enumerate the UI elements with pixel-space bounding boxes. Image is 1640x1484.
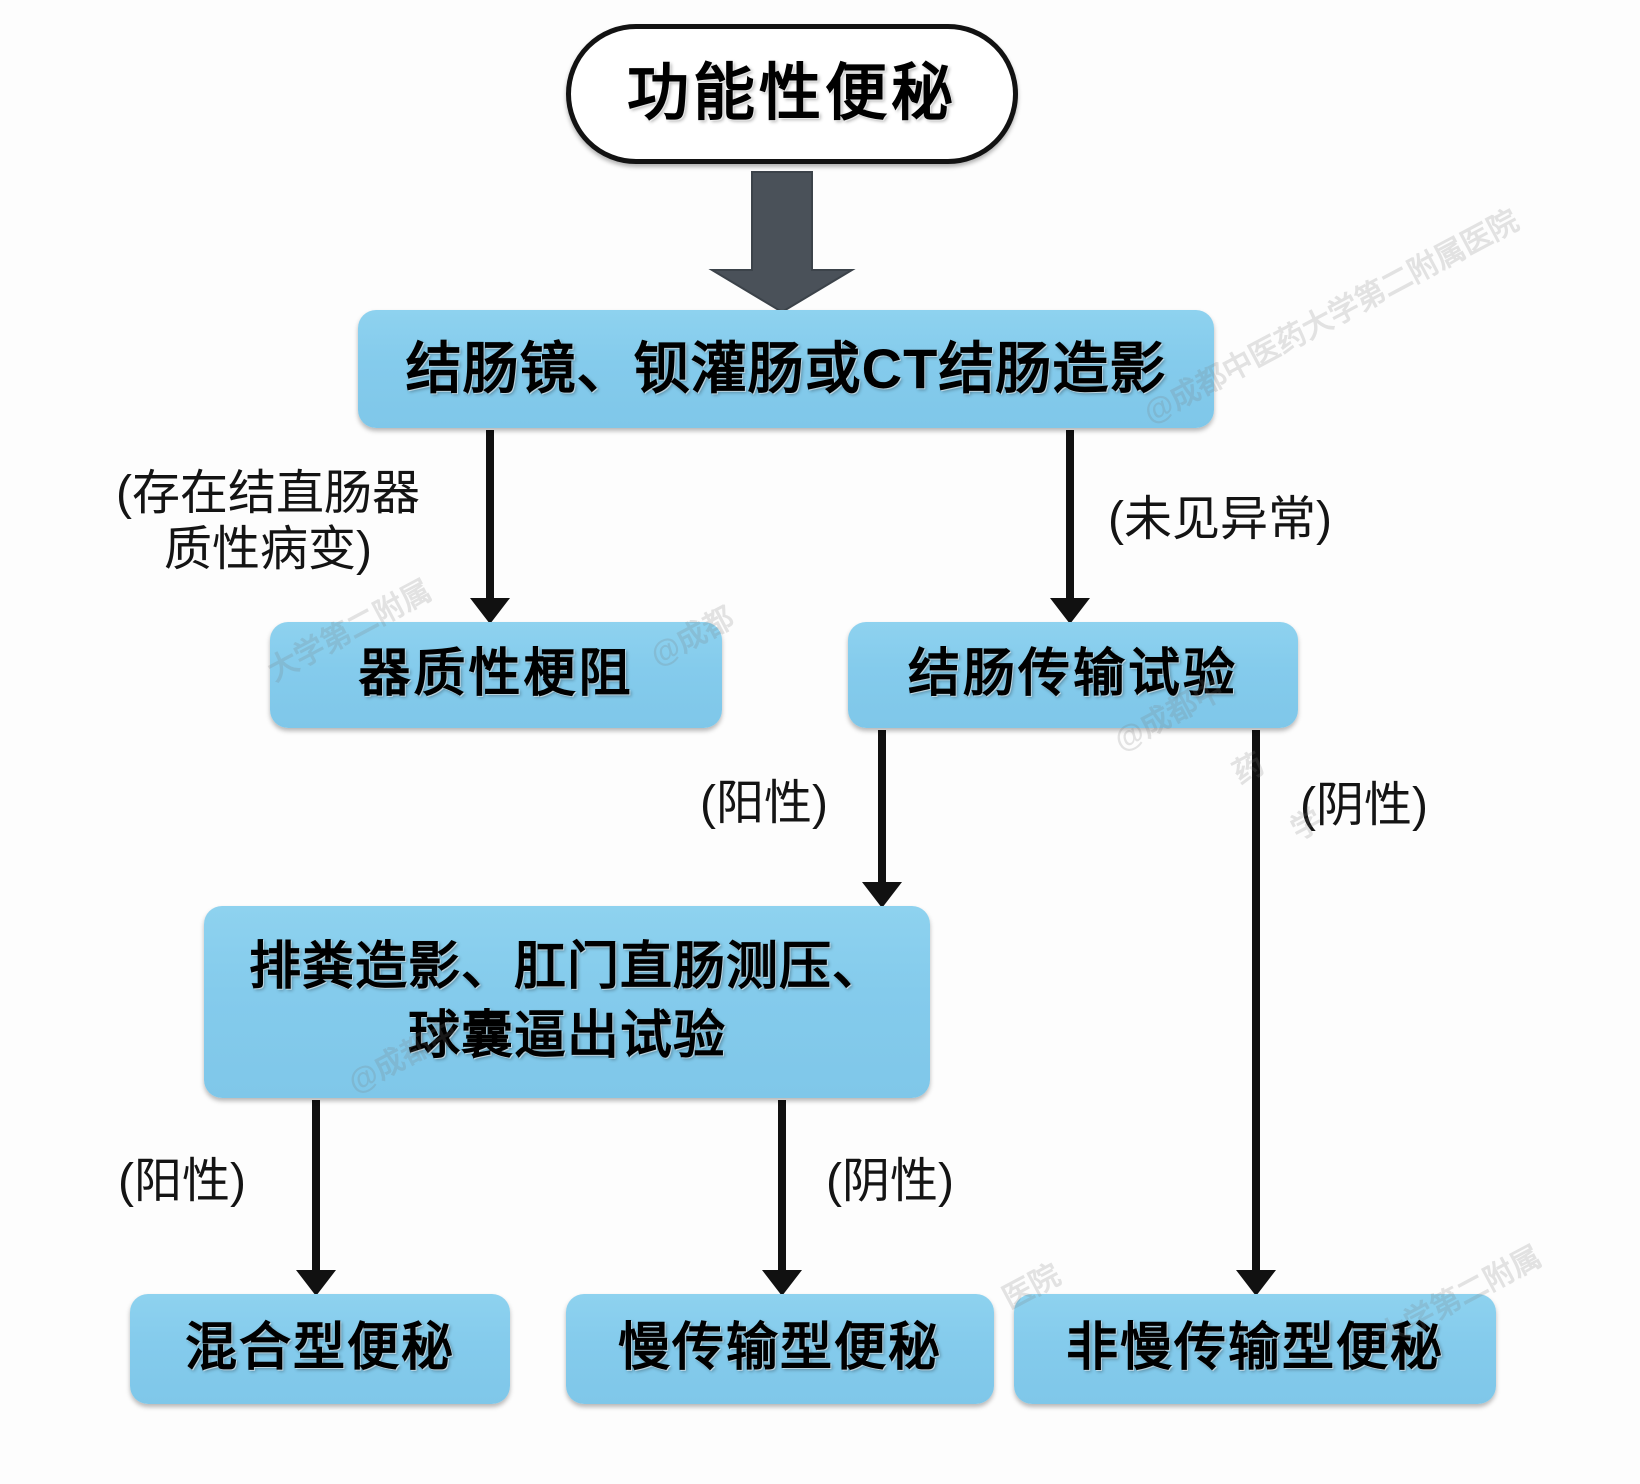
edge-label-anorect-positive: (阳性) [118, 1155, 246, 1208]
edge-label-organic-lesion: (存在结直肠器 质性病变) [116, 467, 420, 576]
node-label: 功能性便秘 [626, 59, 957, 129]
node-label: 排粪造影、肛门直肠测压、 球囊逼出试验 [248, 938, 885, 1065]
node-organic-obstruction[interactable]: 器质性梗阻 [270, 622, 722, 728]
node-functional-constipation[interactable]: 功能性便秘 [566, 24, 1018, 164]
node-slow-transit-constipation[interactable]: 慢传输型便秘 [566, 1294, 994, 1404]
node-colonic-transit-test[interactable]: 结肠传输试验 [848, 622, 1298, 728]
node-non-slow-transit-constipation[interactable]: 非慢传输型便秘 [1014, 1294, 1496, 1404]
node-label: 非慢传输型便秘 [1065, 1319, 1444, 1378]
node-mixed-constipation[interactable]: 混合型便秘 [130, 1294, 510, 1404]
node-label: 结肠镜、钡灌肠或CT结肠造影 [405, 336, 1167, 400]
node-label: 器质性梗阻 [358, 645, 634, 704]
edge-transit-to-nonslow [1236, 730, 1276, 1296]
edge-label-transit-negative: (阴性) [1300, 779, 1428, 832]
node-label: 结肠传输试验 [907, 645, 1238, 704]
node-label: 混合型便秘 [184, 1319, 455, 1378]
edge-label-anorect-negative: (阴性) [826, 1155, 954, 1208]
edge-anorect-to-slow [762, 1100, 802, 1296]
watermark: 药 [1227, 747, 1270, 791]
edge-label-no-abnormality: (未见异常) [1108, 493, 1332, 546]
node-defecography-anorectal-manometry-balloon[interactable]: 排粪造影、肛门直肠测压、 球囊逼出试验 [204, 906, 930, 1098]
node-colonoscopy-barium-ct[interactable]: 结肠镜、钡灌肠或CT结肠造影 [358, 310, 1214, 428]
edge-exam-to-transit [1050, 430, 1090, 624]
edge-label-transit-positive: (阳性) [700, 777, 828, 830]
edge-root-to-exam [708, 171, 856, 314]
edge-exam-to-organic [470, 430, 510, 624]
node-label: 慢传输型便秘 [617, 1319, 942, 1378]
